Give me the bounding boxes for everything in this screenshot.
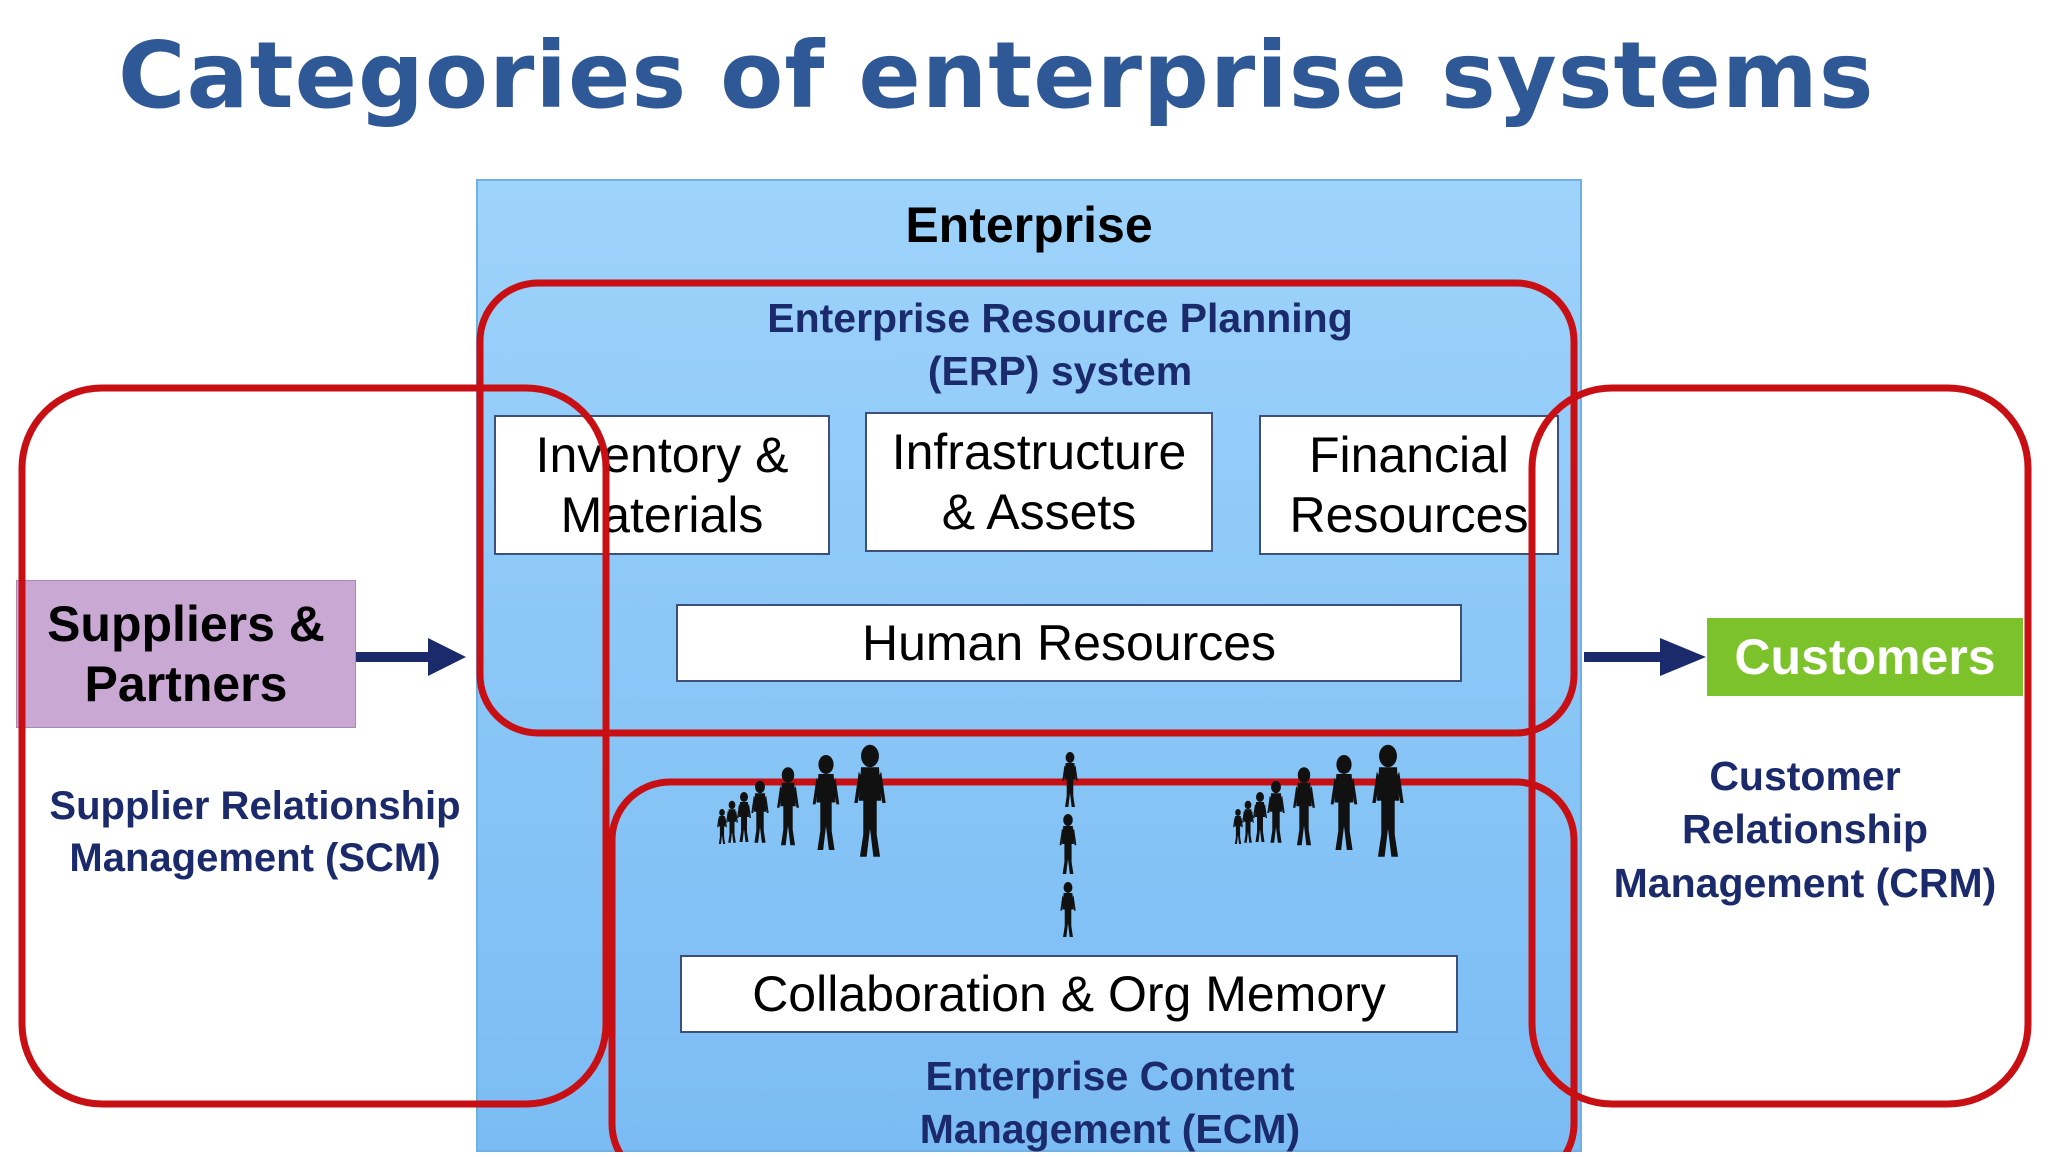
financial-resources-box: Financial Resources: [1259, 415, 1559, 555]
crm-label: Customer Relationship Management (CRM): [1613, 753, 1997, 906]
suppliers-partners-box: Suppliers & Partners: [16, 580, 356, 728]
inventory-materials-box: Inventory & Materials: [494, 415, 830, 555]
enterprise-label: Enterprise: [905, 197, 1153, 253]
arrow-suppliers-to-enterprise: [356, 638, 466, 676]
infrastructure-assets-box: Infrastructure & Assets: [865, 412, 1213, 552]
arrow-enterprise-to-customers: [1584, 638, 1706, 676]
ecm-label: Enterprise Content Management (ECM): [919, 1053, 1301, 1153]
scm-label: Supplier Relationship Management (SCM): [49, 784, 461, 880]
page-title: Categories of enterprise systems: [118, 22, 1875, 129]
collaboration-org-memory-box: Collaboration & Org Memory: [680, 955, 1458, 1033]
customers-box: Customers: [1707, 618, 2023, 696]
erp-label: Enterprise Resource Planning (ERP) syste…: [767, 295, 1353, 395]
human-resources-box: Human Resources: [676, 604, 1462, 682]
crm-boundary: [1528, 384, 2032, 1108]
